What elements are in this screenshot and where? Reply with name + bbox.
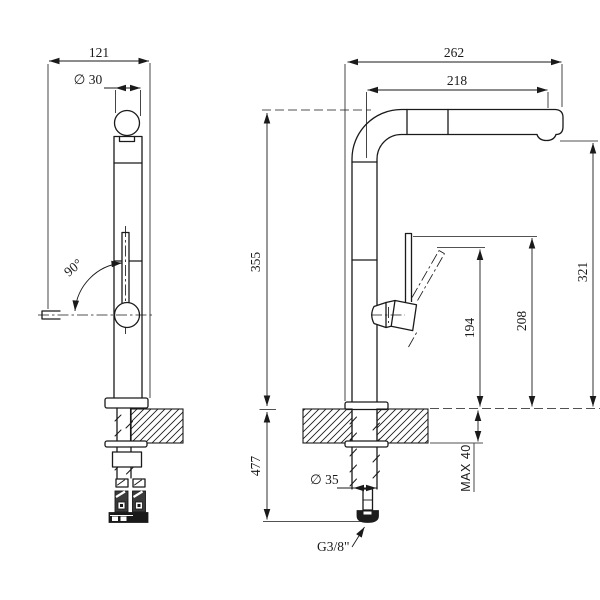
ext-reach xyxy=(344,64,563,401)
handle-phantom-cap xyxy=(438,250,445,254)
dim-shaft-diameter-label: ∅ 35 xyxy=(310,472,339,487)
hose-stub-left xyxy=(115,478,129,488)
dim-outlet-height-label: 321 xyxy=(575,262,590,282)
dim-reach-spout-label: 218 xyxy=(447,73,468,88)
aerator-outlet xyxy=(536,133,557,142)
ext-depth xyxy=(47,63,151,398)
thread-marks-side xyxy=(114,414,134,475)
countertop-side xyxy=(129,408,184,444)
hose-connector-block xyxy=(108,512,149,523)
lock-washer-front xyxy=(344,440,389,448)
counter-thickness-label: MAX 40 xyxy=(459,444,473,491)
dim-spout-diameter-label: ∅ 30 xyxy=(74,72,103,87)
spout-tube-end-circle xyxy=(113,109,141,137)
mounting-nut-side xyxy=(111,451,143,468)
handle-angle-label: 90° xyxy=(61,256,85,280)
base-flange-front xyxy=(344,401,389,411)
valve-body-mid xyxy=(385,299,396,329)
supply-hoses xyxy=(114,490,146,513)
dim-height-below-label: 477 xyxy=(248,456,263,477)
hose-stub-slashes xyxy=(117,479,142,486)
hose-stub-right xyxy=(132,478,146,488)
valve-body-cap xyxy=(390,299,418,332)
tube-joint-lines xyxy=(351,108,449,261)
tie-rod-front xyxy=(362,488,374,511)
hose-connector-front xyxy=(356,510,379,523)
handle-axis-extension xyxy=(408,330,418,348)
side-view xyxy=(38,109,184,523)
dim-handle-tilted-label: 194 xyxy=(462,318,477,339)
connector-highlight xyxy=(363,511,372,515)
faucet-front-outline-outer xyxy=(351,108,564,403)
base-flange-side xyxy=(104,397,149,409)
countertop-front-left xyxy=(302,408,353,444)
dim-depth-label: 121 xyxy=(89,45,109,60)
lock-washer-side xyxy=(104,440,148,448)
countertop-front-right xyxy=(376,408,429,444)
ext-spout-diameter xyxy=(115,90,141,116)
hose-thread-leader xyxy=(351,526,365,548)
hose-thread-label: G3/8" xyxy=(317,539,350,554)
ext-height-bottom xyxy=(259,409,362,522)
handle-rod-front xyxy=(404,232,413,302)
faucet-front-outline-inner xyxy=(376,133,538,403)
dim-reach-total-label: 262 xyxy=(444,45,464,60)
thread-marks-front xyxy=(349,416,380,487)
ext-heights xyxy=(413,140,598,444)
handle-phantom-front xyxy=(411,250,445,301)
handle-phantom-tip xyxy=(41,310,61,320)
dim-handle-upright-label: 208 xyxy=(514,311,529,332)
spout-cradle xyxy=(118,135,136,143)
dim-height-above-label: 355 xyxy=(248,252,263,273)
valve-centerlines xyxy=(371,307,405,323)
front-view xyxy=(302,108,564,523)
rotation-arc xyxy=(72,260,123,312)
